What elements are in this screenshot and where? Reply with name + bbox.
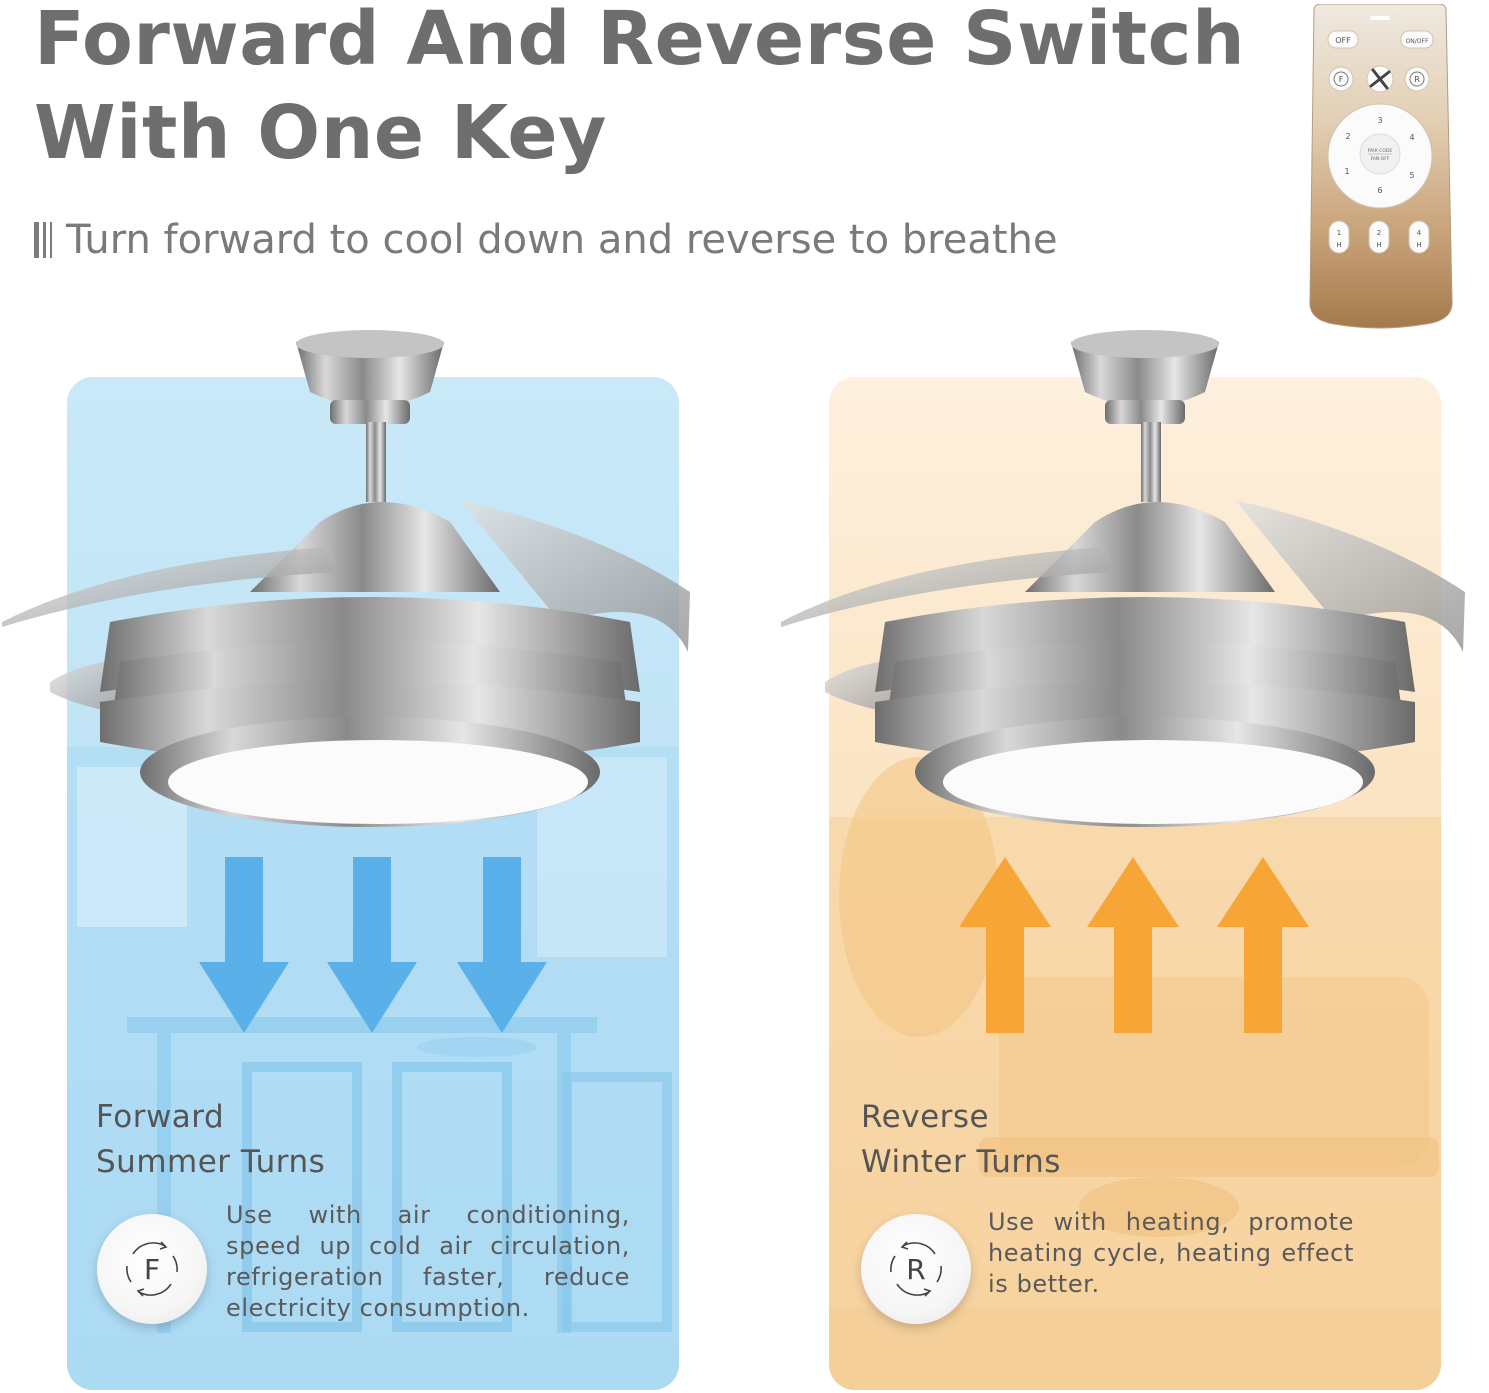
bars-icon bbox=[34, 222, 52, 258]
down-arrow-icon bbox=[457, 857, 547, 1033]
forward-title-line-1: Forward bbox=[96, 1099, 225, 1135]
reverse-badge: R bbox=[861, 1214, 971, 1324]
title-line-2: With One Key bbox=[34, 90, 607, 176]
remote-dial-4: 4 bbox=[1409, 133, 1414, 142]
forward-description: Use with air conditioning, speed up cold… bbox=[226, 1201, 630, 1322]
up-arrows bbox=[959, 857, 1309, 1033]
page-title: Forward And Reverse Switch With One Key bbox=[34, 0, 1284, 180]
down-arrow-icon bbox=[199, 857, 289, 1033]
reverse-title-line-1: Reverse bbox=[861, 1099, 990, 1135]
ceiling-fan-right bbox=[781, 330, 1465, 827]
reverse-description: Use with heating, promote heating cycle,… bbox=[988, 1208, 1354, 1298]
ceiling-fan-left bbox=[2, 330, 690, 827]
up-arrow-icon bbox=[1087, 857, 1179, 1033]
remote-timer-number: 4 bbox=[1417, 229, 1422, 237]
subtitle-text: Turn forward to cool down and reverse to… bbox=[66, 217, 1058, 263]
reverse-title-line-2: Winter Turns bbox=[861, 1144, 1061, 1180]
up-arrow-icon bbox=[1217, 857, 1309, 1033]
remote-timer-number: 2 bbox=[1377, 229, 1381, 237]
remote-r-label: R bbox=[1414, 75, 1420, 84]
reverse-panel: Reverse Winter Turns R Use with heating,… bbox=[829, 377, 1441, 1390]
remote-off-label: OFF bbox=[1335, 36, 1351, 45]
down-arrow-icon bbox=[327, 857, 417, 1033]
down-arrows bbox=[199, 857, 547, 1033]
remote-dial-center-2: FAN OFF bbox=[1371, 156, 1390, 162]
forward-title-line-2: Summer Turns bbox=[96, 1144, 326, 1180]
remote-onoff-label: ON/OFF bbox=[1406, 38, 1429, 45]
remote-dial-3: 3 bbox=[1377, 116, 1382, 125]
title-line-1: Forward And Reverse Switch bbox=[34, 0, 1246, 82]
remote-timer-unit: H bbox=[1376, 241, 1381, 249]
remote-timer-unit: H bbox=[1416, 241, 1421, 249]
remote-control: OFF ON/OFF F R 3 4 5 6 1 2 PAIR CODE FAN… bbox=[1309, 4, 1453, 329]
reverse-badge-letter: R bbox=[906, 1252, 926, 1286]
up-arrow-icon bbox=[959, 857, 1051, 1033]
rotate-icon bbox=[890, 1241, 942, 1297]
forward-badge-letter: F bbox=[143, 1252, 161, 1286]
remote-dial-center-1: PAIR CODE bbox=[1368, 148, 1393, 154]
remote-timer-number: 1 bbox=[1337, 229, 1341, 237]
remote-dial-6: 6 bbox=[1377, 186, 1382, 195]
subtitle: Turn forward to cool down and reverse to… bbox=[34, 212, 1058, 268]
remote-dial-2: 2 bbox=[1345, 132, 1350, 141]
forward-title: Forward Summer Turns bbox=[96, 1095, 325, 1185]
remote-f-label: F bbox=[1339, 75, 1344, 84]
forward-badge: F bbox=[97, 1214, 207, 1324]
reverse-title: Reverse Winter Turns bbox=[861, 1095, 1061, 1185]
remote-timer-unit: H bbox=[1336, 241, 1341, 249]
remote-dial-1: 1 bbox=[1344, 167, 1349, 176]
remote-dial-5: 5 bbox=[1409, 171, 1414, 180]
rotate-icon bbox=[126, 1241, 178, 1297]
